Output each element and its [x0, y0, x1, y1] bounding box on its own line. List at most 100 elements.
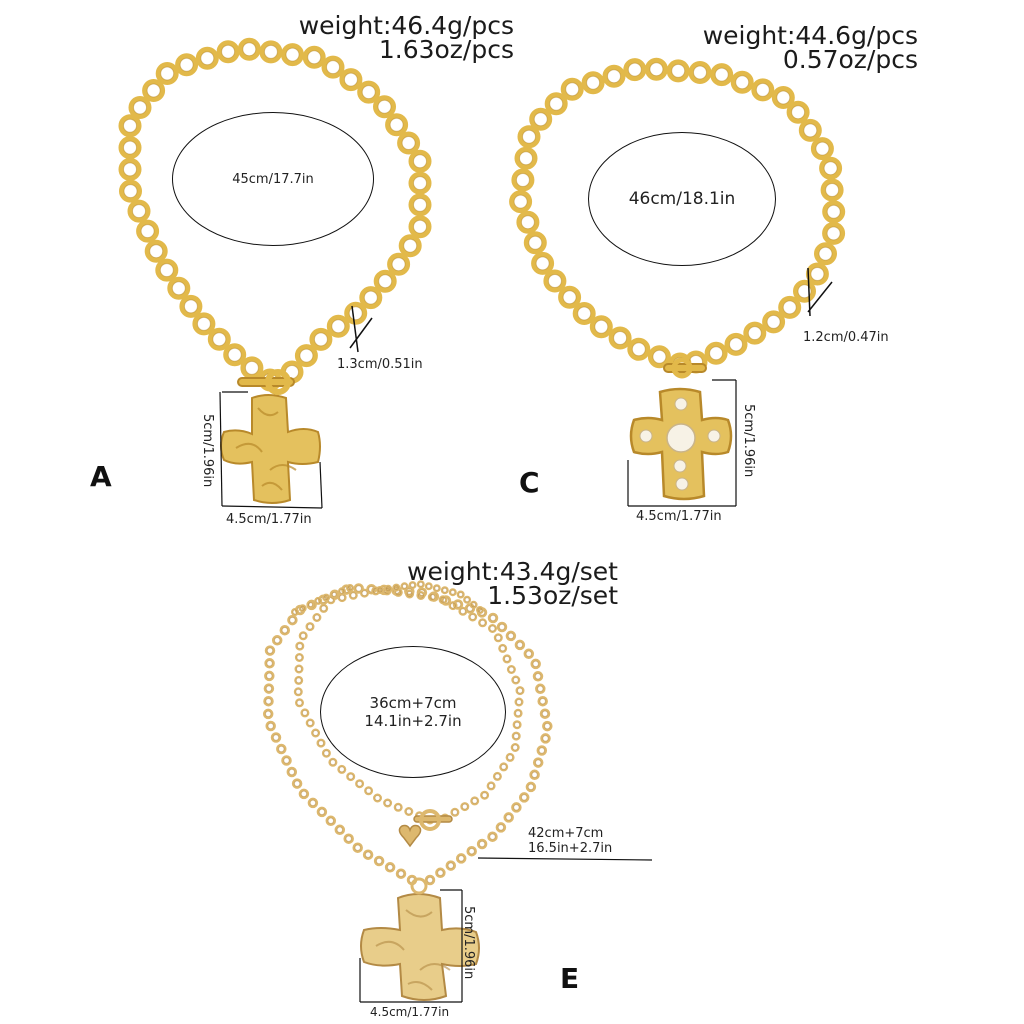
chain-link-e-outer — [316, 806, 328, 818]
chain-link-e-inner-shade — [312, 730, 319, 736]
chain-link-e-inner-shade — [440, 596, 447, 603]
extender-link-e-shade — [300, 605, 306, 611]
chain-link-e-outer — [435, 867, 446, 879]
chain-link-c-shade — [528, 235, 543, 250]
chain-link-e-outer — [540, 733, 551, 744]
chain-link-c — [762, 310, 786, 334]
chain-link-c-shade — [631, 342, 646, 357]
chain-link-c-shade — [565, 82, 580, 97]
extender-link-e-shade — [377, 587, 383, 593]
extender-link-e — [440, 586, 449, 595]
chain-link-c — [543, 269, 567, 293]
extender-link-e-shade — [402, 583, 407, 589]
chain-link-e-inner — [373, 793, 382, 803]
chain-link-e-inner-shade — [296, 654, 303, 661]
chain-link-e-outer — [518, 792, 530, 803]
chain-link-e-outer — [505, 630, 517, 642]
chain-link-c — [666, 59, 690, 83]
chain-link-e-inner — [505, 752, 515, 762]
chain-link-e-outer-shade — [505, 814, 512, 821]
chain-link-a — [216, 40, 240, 64]
chain-link-a-shade — [140, 224, 155, 239]
chain-link-c-shade — [782, 300, 797, 315]
chain-link-c — [778, 295, 802, 319]
chain-link-e-inner-shade — [395, 804, 402, 811]
chain-link-e-inner — [364, 786, 374, 796]
weight-a-line1: weight:46.4g/pcs — [298, 11, 514, 40]
extender-link-e — [338, 587, 346, 596]
chain-link-a-shade — [200, 51, 215, 66]
chain-link-a — [195, 46, 219, 70]
extender-link-e — [416, 580, 425, 589]
chain-link-e-outer-shade — [318, 808, 326, 816]
chain-link-e-inner — [319, 603, 329, 613]
chain-link-e-outer-shade — [327, 817, 335, 825]
chain-link-a-shade — [413, 154, 427, 169]
chain-link-e-inner — [493, 633, 503, 643]
chain-link-e-inner-shade — [461, 803, 468, 810]
chain-link-e-inner-shade — [451, 809, 458, 816]
extender-link-e — [424, 582, 433, 591]
chain-link-c — [743, 321, 767, 345]
chain-link-e-outer-shade — [520, 794, 528, 801]
chain-link-a-shade — [389, 117, 404, 132]
extender-link-e — [291, 608, 299, 616]
chain-link-e-outer — [455, 853, 467, 864]
chain-link-a — [408, 171, 432, 195]
chain-link-e-outer — [264, 658, 275, 669]
chain-link-a — [373, 95, 396, 119]
chain-link-a-shade — [299, 348, 314, 363]
chain-link-a-shade — [123, 140, 137, 155]
chain-link-a — [281, 43, 304, 67]
chain-link-a — [237, 37, 261, 61]
chain-link-c — [793, 279, 816, 303]
chain-link-e-inner — [298, 631, 308, 641]
chain-link-e-outer-shade — [457, 855, 465, 862]
chain-link-c-shade — [818, 246, 833, 261]
chain-link-e-outer — [353, 583, 364, 594]
chain-link-e-outer — [286, 766, 298, 778]
chain-link-e-inner-shade — [495, 634, 502, 641]
chain-link-c — [529, 107, 553, 131]
chain-link-e-inner — [295, 641, 305, 651]
chain-link-e-outer — [530, 658, 541, 670]
chain-link-c — [730, 70, 754, 94]
chain-link-e-inner — [383, 798, 393, 808]
chain-link-a — [167, 276, 191, 300]
chain-link-a-shade — [149, 244, 164, 259]
chain-link-e-outer — [523, 648, 535, 660]
chain-link-e-outer-shade — [265, 697, 272, 705]
chain-link-e-inner — [502, 654, 512, 664]
chain-link-e-inner — [294, 675, 304, 685]
chain-link-a-shade — [146, 83, 161, 98]
chain-link-e-outer-shade — [266, 647, 274, 654]
chain-link-e-inner — [311, 728, 321, 738]
chain-link-e-outer-shade — [364, 851, 372, 858]
chain-link-a — [294, 344, 318, 368]
chain-link-a-shade — [221, 44, 236, 59]
chain-link-e-outer-shade — [539, 697, 546, 705]
chain-link-e-outer — [263, 683, 275, 694]
chain-link-e-inner-shade — [356, 780, 363, 787]
chain-link-e-outer-shade — [345, 835, 352, 842]
chain-link-e-outer-shade — [354, 844, 361, 851]
chain-link-e-inner — [360, 588, 369, 598]
chain-link-e-outer — [334, 824, 346, 836]
chain-link-a-shade — [361, 85, 376, 100]
chain-link-e-inner-shade — [469, 614, 476, 620]
chain-link-a-shade — [413, 219, 427, 234]
chain-link-c — [531, 251, 555, 275]
chain-link-a — [119, 179, 142, 203]
chain-link-e-outer-shade — [516, 641, 524, 649]
chain-link-e-outer-shade — [447, 862, 455, 869]
chain-link-e-inner — [405, 589, 415, 599]
chain-link-a-shade — [123, 162, 137, 177]
chain-link-e-inner-shade — [307, 623, 313, 630]
chain-link-a-shade — [401, 136, 416, 150]
chain-link-a-shade — [196, 316, 211, 331]
chain-link-a — [207, 327, 231, 351]
chain-link-e-inner — [300, 708, 310, 718]
pendant-height-e: 5cm/1.96in — [461, 906, 476, 980]
